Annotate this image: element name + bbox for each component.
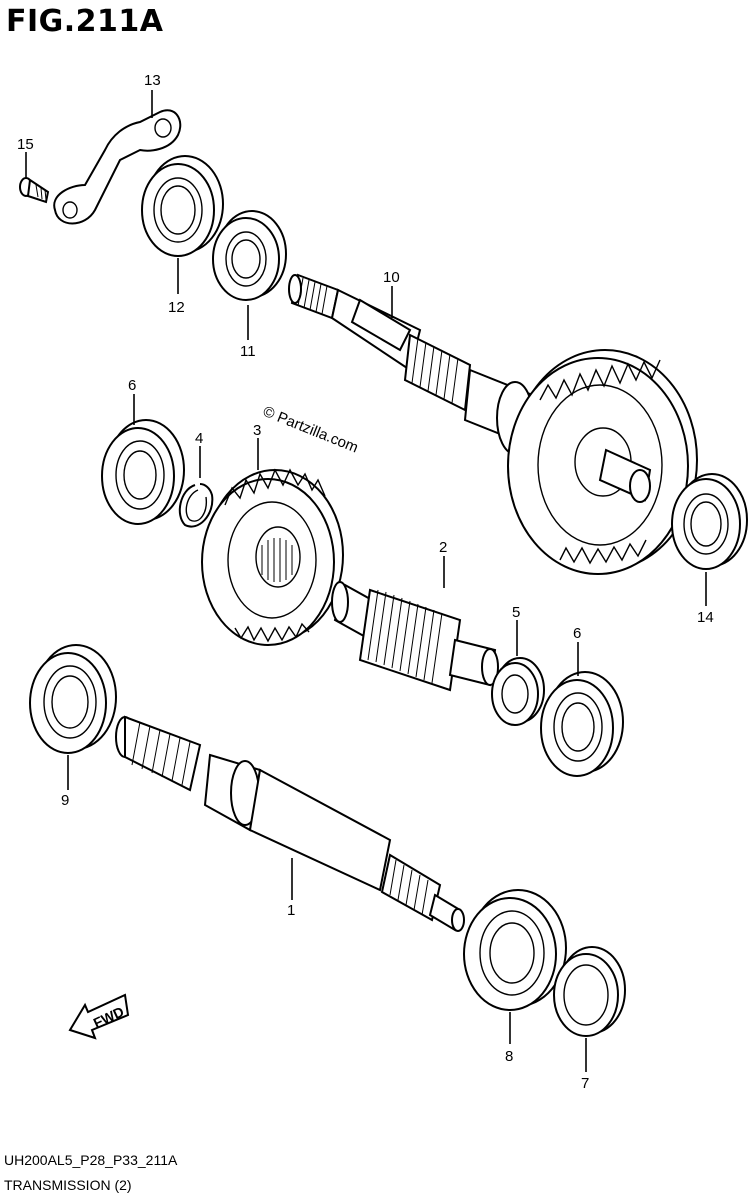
figure-title: FIG.211A bbox=[6, 4, 164, 39]
part-11-oil-seal[interactable] bbox=[212, 210, 287, 301]
fwd-arrow: FWD bbox=[68, 993, 130, 1040]
part-10-output-shaft[interactable] bbox=[288, 273, 698, 575]
part-12-bearing[interactable] bbox=[671, 473, 748, 570]
callout-4: 4 bbox=[195, 430, 203, 447]
part-6-bearing-upper[interactable] bbox=[101, 419, 185, 525]
callout-15: 15 bbox=[17, 136, 34, 153]
diagram-name: TRANSMISSION (2) bbox=[4, 1177, 132, 1193]
part-1-main-shaft[interactable] bbox=[115, 715, 465, 932]
callout-1: 1 bbox=[287, 902, 295, 919]
part-9-bearing[interactable] bbox=[29, 644, 117, 754]
callout-8: 8 bbox=[505, 1048, 513, 1065]
part-4-circlip[interactable] bbox=[178, 483, 214, 528]
callout-2: 2 bbox=[439, 539, 447, 556]
callout-5: 5 bbox=[512, 604, 520, 621]
callout-3: 3 bbox=[253, 422, 261, 439]
leader-lines bbox=[25, 90, 707, 1072]
part-13-bearing[interactable] bbox=[141, 155, 224, 257]
part-15-bolt[interactable] bbox=[19, 177, 50, 204]
callout-9: 9 bbox=[61, 792, 69, 809]
callout-6-upper: 6 bbox=[128, 377, 136, 394]
callout-10: 10 bbox=[383, 269, 400, 286]
watermark: © Partzilla.com bbox=[261, 403, 361, 457]
part-3-gear[interactable] bbox=[201, 468, 344, 646]
callouts: 13 15 12 11 10 6 4 3 2 14 5 6 9 1 8 7 bbox=[17, 72, 714, 1092]
callout-12: 14 bbox=[697, 609, 714, 626]
part-7-seal[interactable] bbox=[553, 946, 626, 1037]
callout-13: 12 bbox=[168, 299, 185, 316]
callout-11: 11 bbox=[240, 343, 256, 360]
callout-6-lower: 6 bbox=[573, 625, 581, 642]
part-6-bearing-lower[interactable] bbox=[540, 671, 624, 777]
callout-7: 7 bbox=[581, 1075, 589, 1092]
callout-14: 13 bbox=[144, 72, 161, 89]
part-14-bracket[interactable] bbox=[53, 109, 182, 225]
diagram-code: UH200AL5_P28_P33_211A bbox=[4, 1152, 178, 1168]
part-2-gear-shaft[interactable] bbox=[331, 581, 499, 692]
part-8-bearing[interactable] bbox=[463, 889, 567, 1011]
part-5-washer[interactable] bbox=[491, 657, 545, 726]
